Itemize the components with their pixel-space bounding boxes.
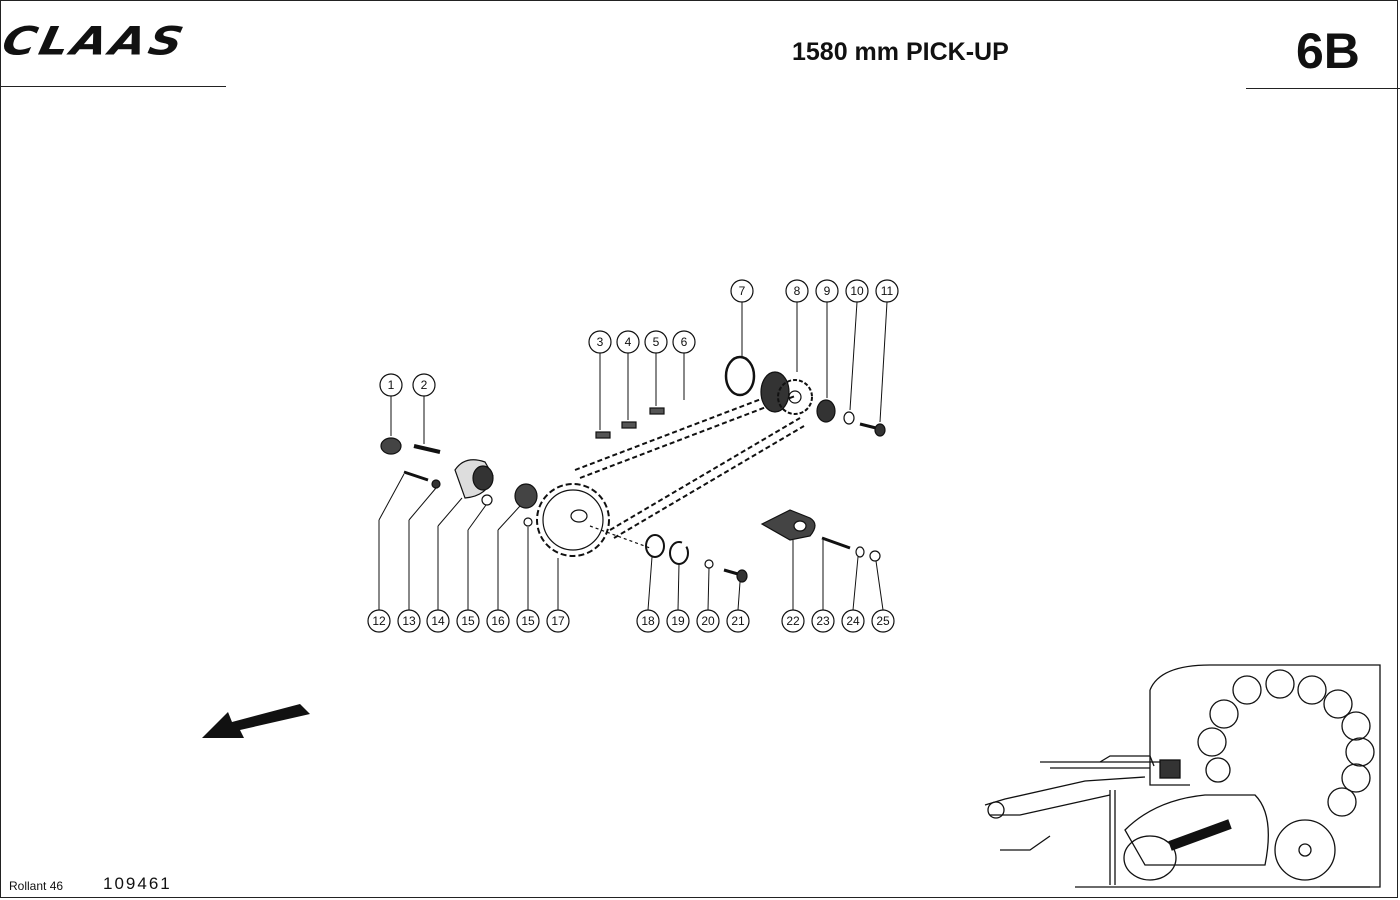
callout-20: 20: [701, 614, 715, 628]
bushing-16: [514, 483, 538, 509]
direction-arrow-icon: [202, 704, 310, 738]
document-number: 109461: [103, 874, 172, 893]
callout-1: 1: [388, 378, 395, 392]
callout-10: 10: [850, 284, 864, 298]
drive-hub-sprocket: [760, 371, 813, 415]
bushing: [380, 437, 402, 455]
callout-25: 25: [876, 614, 890, 628]
washer-20: [704, 559, 714, 569]
model-name: Rollant 46: [9, 879, 64, 893]
callout-6: 6: [681, 335, 688, 349]
bolt-11: [859, 422, 886, 437]
callout-13: 13: [402, 614, 416, 628]
nut-13: [431, 479, 441, 489]
callout-16: 16: [491, 614, 505, 628]
nut-15b: [523, 517, 533, 527]
nut-25: [869, 550, 881, 562]
callout-8: 8: [794, 284, 801, 298]
pin: [413, 444, 441, 454]
callout-14: 14: [431, 614, 445, 628]
page-title: 1580 mm PICK-UP: [792, 38, 1009, 66]
large-sprocket: [536, 483, 651, 557]
tensioner-bracket: [760, 509, 816, 541]
callout-9: 9: [824, 284, 831, 298]
callout-2: 2: [421, 378, 428, 392]
bolt-23: [821, 536, 851, 550]
callout-3: 3: [597, 335, 604, 349]
logo-underline: [0, 86, 226, 87]
leader-lines: [378, 301, 888, 611]
callout-17: 17: [551, 614, 565, 628]
callout-11: 11: [881, 284, 894, 298]
callout-bubbles: 7 8 9 10 11 3 4 5 6 1 2 12 13 14 15 16 1…: [367, 279, 899, 633]
ring-18: [645, 534, 665, 558]
washer-24: [855, 546, 865, 558]
washer-small: [843, 411, 855, 425]
baler-locator-sketch: [984, 664, 1381, 888]
callout-5: 5: [653, 335, 660, 349]
callout-21: 21: [731, 614, 745, 628]
callout-15: 15: [461, 614, 475, 628]
callout-18: 18: [641, 614, 655, 628]
bolt-21: [723, 568, 748, 583]
callout-7: 7: [739, 284, 746, 298]
callout-4: 4: [625, 335, 632, 349]
callout-15b: 15: [521, 614, 535, 628]
callout-24: 24: [846, 614, 860, 628]
bearing-housing: [454, 459, 494, 499]
drive-chain: [574, 387, 805, 539]
o-ring: [724, 355, 756, 397]
circlip-19: [669, 541, 689, 565]
callout-12: 12: [372, 614, 386, 628]
callout-23: 23: [816, 614, 830, 628]
callout-19: 19: [671, 614, 685, 628]
section-code: 6B: [1296, 23, 1360, 79]
keys: [595, 407, 665, 439]
washer-large: [816, 399, 836, 423]
bolt-12: [403, 470, 429, 482]
callout-22: 22: [786, 614, 800, 628]
nut-15: [481, 494, 493, 506]
section-code-underline: [1246, 88, 1400, 89]
